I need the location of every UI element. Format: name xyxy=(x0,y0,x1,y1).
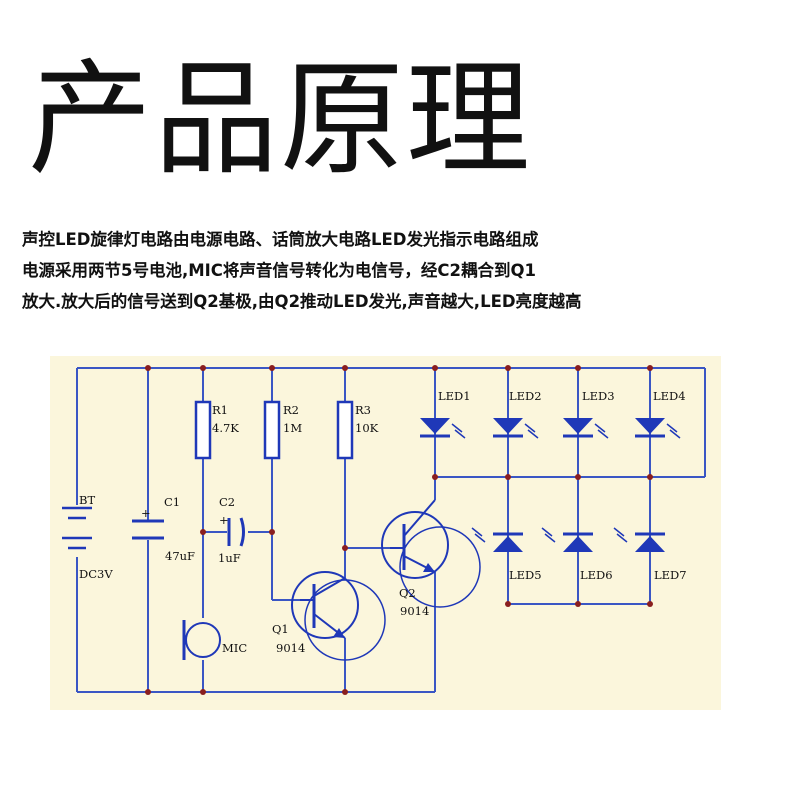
r3-value: 10K xyxy=(355,421,379,435)
led-4-label: LED4 xyxy=(653,389,686,403)
description-line-1: 声控LED旋律灯电路由电源电路、话筒放大电路LED发光指示电路组成 xyxy=(22,230,539,249)
r1-value: 4.7K xyxy=(212,421,239,435)
led-7: LED7 xyxy=(613,527,687,582)
q2-ref: Q2 xyxy=(399,586,416,600)
battery-value: DC3V xyxy=(79,567,113,581)
page-title: 产品原理 xyxy=(28,48,533,192)
mic-ref: MIC xyxy=(222,641,247,655)
q1-value: 9014 xyxy=(276,641,305,655)
microphone-symbol xyxy=(182,620,221,660)
led-7-label: LED7 xyxy=(654,568,687,582)
q2-value: 9014 xyxy=(400,604,429,618)
description-line-2: 电源采用两节5号电池,MIC将声音信号转化为电信号，经C2耦合到Q1 xyxy=(22,261,537,280)
circuit-diagram-panel: BT DC3V + C1 47uF R1 4.7K R2 1M R3 10K +… xyxy=(50,356,721,710)
led-2-label: LED2 xyxy=(509,389,542,403)
battery-ref: BT xyxy=(79,493,95,507)
q1-ref: Q1 xyxy=(272,622,289,636)
led-2: LED2 xyxy=(493,389,542,439)
junction-nodes xyxy=(145,365,653,695)
led-3-label: LED3 xyxy=(582,389,615,403)
r3-ref: R3 xyxy=(355,403,371,417)
led-3: LED3 xyxy=(563,389,615,439)
r2-value: 1M xyxy=(283,421,302,435)
battery-symbol xyxy=(62,506,92,550)
c2-polarity: + xyxy=(219,513,229,527)
led-5-label: LED5 xyxy=(509,568,542,582)
r2-ref: R2 xyxy=(283,403,299,417)
capacitor-c2 xyxy=(227,517,245,547)
led-6: LED6 xyxy=(541,527,613,582)
led-5: LED5 xyxy=(471,527,542,582)
circuit-schematic: BT DC3V + C1 47uF R1 4.7K R2 1M R3 10K +… xyxy=(62,365,706,695)
c1-ref: C1 xyxy=(164,495,180,509)
transistor-q2 xyxy=(381,499,481,608)
c2-ref: C2 xyxy=(219,495,235,509)
resistor-r3 xyxy=(336,400,354,460)
c1-polarity: + xyxy=(141,506,151,520)
transistor-q1 xyxy=(291,571,386,661)
c2-value: 1uF xyxy=(218,551,241,565)
led-4: LED4 xyxy=(635,389,686,439)
wires xyxy=(76,367,706,693)
c1-value: 47uF xyxy=(165,549,195,563)
description-line-3: 放大.放大后的信号送到Q2基极,由Q2推动LED发光,声音越大,LED亮度越高 xyxy=(22,292,582,311)
led-1-label: LED1 xyxy=(438,389,471,403)
led-1: LED1 xyxy=(420,389,471,439)
resistor-r1 xyxy=(194,400,212,460)
capacitor-c1 xyxy=(132,519,164,540)
r1-ref: R1 xyxy=(212,403,228,417)
led-6-label: LED6 xyxy=(580,568,613,582)
resistor-r2 xyxy=(263,400,281,460)
